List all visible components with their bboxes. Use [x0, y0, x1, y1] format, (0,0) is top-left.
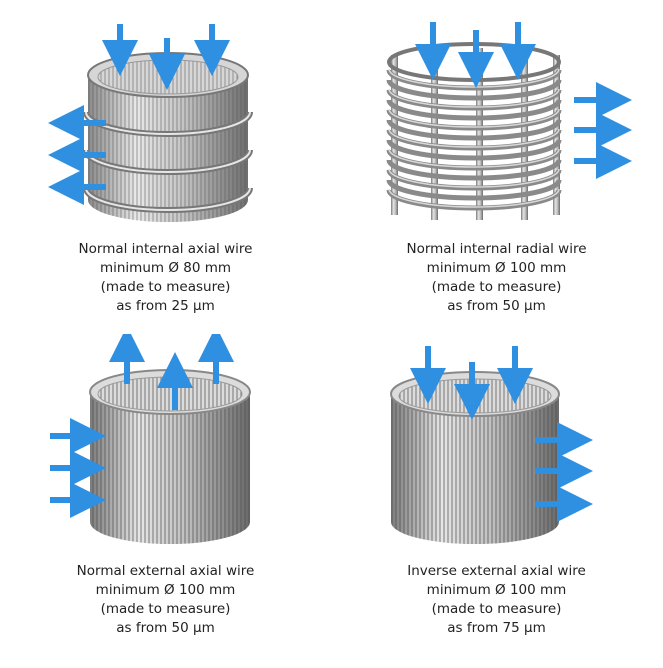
inverse-axial-wire-screen-icon	[390, 346, 593, 544]
flow-arrows	[48, 24, 230, 205]
caption-type: Inverse external axial wire	[407, 563, 586, 579]
caption-slot-size: as from 50 µm	[116, 620, 215, 636]
caption-note: (made to measure)	[431, 601, 562, 617]
caption-slot-size: as from 25 µm	[116, 298, 215, 314]
panel-normal-internal-axial: Normal internal axial wire minimum Ø 80 …	[0, 0, 331, 334]
caption-slot-size: as from 75 µm	[447, 620, 546, 636]
caption: Inverse external axial wire minimum Ø 10…	[331, 562, 662, 638]
radial-wire-screen-icon	[386, 22, 632, 220]
caption-type: Normal external axial wire	[76, 563, 255, 579]
axial-wire-screen-with-rings-icon	[48, 24, 253, 222]
caption-note: (made to measure)	[100, 279, 231, 295]
flow-arrows	[50, 334, 234, 518]
caption-min-diameter: minimum Ø 100 mm	[95, 582, 236, 598]
caption-note: (made to measure)	[431, 279, 562, 295]
caption-min-diameter: minimum Ø 100 mm	[426, 582, 567, 598]
caption: Normal internal radial wire minimum Ø 10…	[331, 240, 662, 316]
caption-min-diameter: minimum Ø 80 mm	[99, 260, 232, 276]
external-axial-wire-screen-icon	[50, 334, 251, 544]
caption-type: Normal internal radial wire	[406, 241, 587, 257]
panel-normal-external-axial: Normal external axial wire minimum Ø 100…	[0, 334, 331, 668]
flow-arrows	[415, 22, 632, 179]
caption-note: (made to measure)	[100, 601, 231, 617]
caption: Normal internal axial wire minimum Ø 80 …	[0, 240, 331, 316]
flow-arrows	[410, 346, 593, 522]
caption-type: Normal internal axial wire	[78, 241, 253, 257]
caption-slot-size: as from 50 µm	[447, 298, 546, 314]
panel-inverse-external-axial: Inverse external axial wire minimum Ø 10…	[331, 334, 662, 668]
caption: Normal external axial wire minimum Ø 100…	[0, 562, 331, 638]
panel-normal-internal-radial: Normal internal radial wire minimum Ø 10…	[331, 0, 662, 334]
caption-min-diameter: minimum Ø 100 mm	[426, 260, 567, 276]
